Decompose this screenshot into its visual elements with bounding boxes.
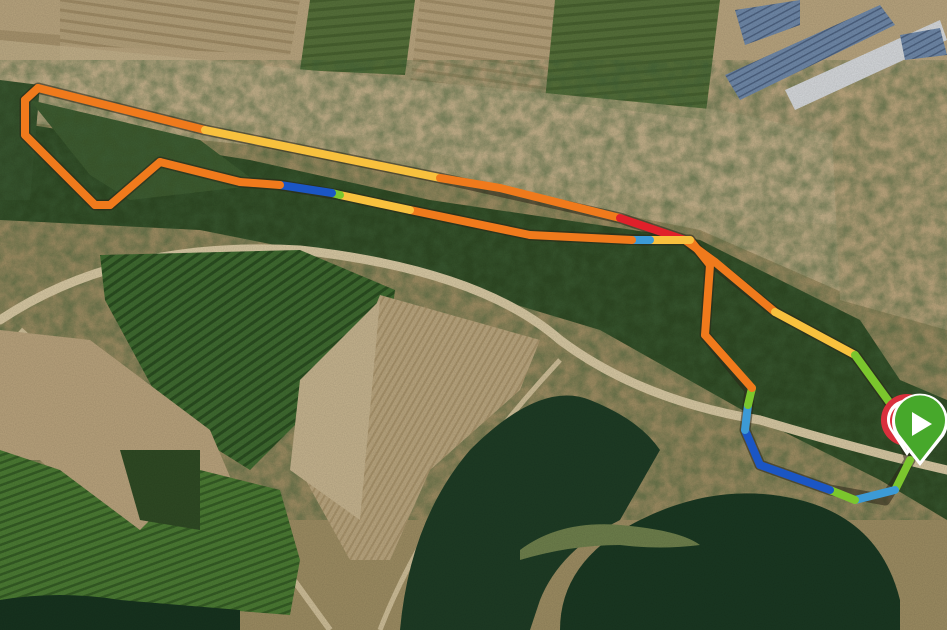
route-segment [741,426,764,469]
route-segment [156,158,244,186]
route-segment [526,231,636,244]
route-segment [201,126,444,182]
route-segment [276,181,336,197]
route-segment [236,178,284,189]
route-segment [701,331,756,392]
route-segment [701,261,714,339]
route-segment [891,456,914,494]
route-segment [741,401,752,434]
route-segment [771,308,859,359]
route-segment [34,84,209,134]
route-segment [686,236,714,269]
route-segment [496,184,624,222]
route-segment [106,158,164,209]
start-marker[interactable] [892,393,947,466]
play-icon [912,412,932,436]
route-segment [851,351,899,414]
route-segment [21,131,99,209]
route-segment [756,461,834,494]
route-segment [851,486,899,504]
route-segment [436,174,504,192]
route-segment [826,486,859,504]
route-segment [336,191,414,214]
route-segment [406,206,534,239]
route-segment [711,258,779,316]
route-segment [21,84,42,104]
